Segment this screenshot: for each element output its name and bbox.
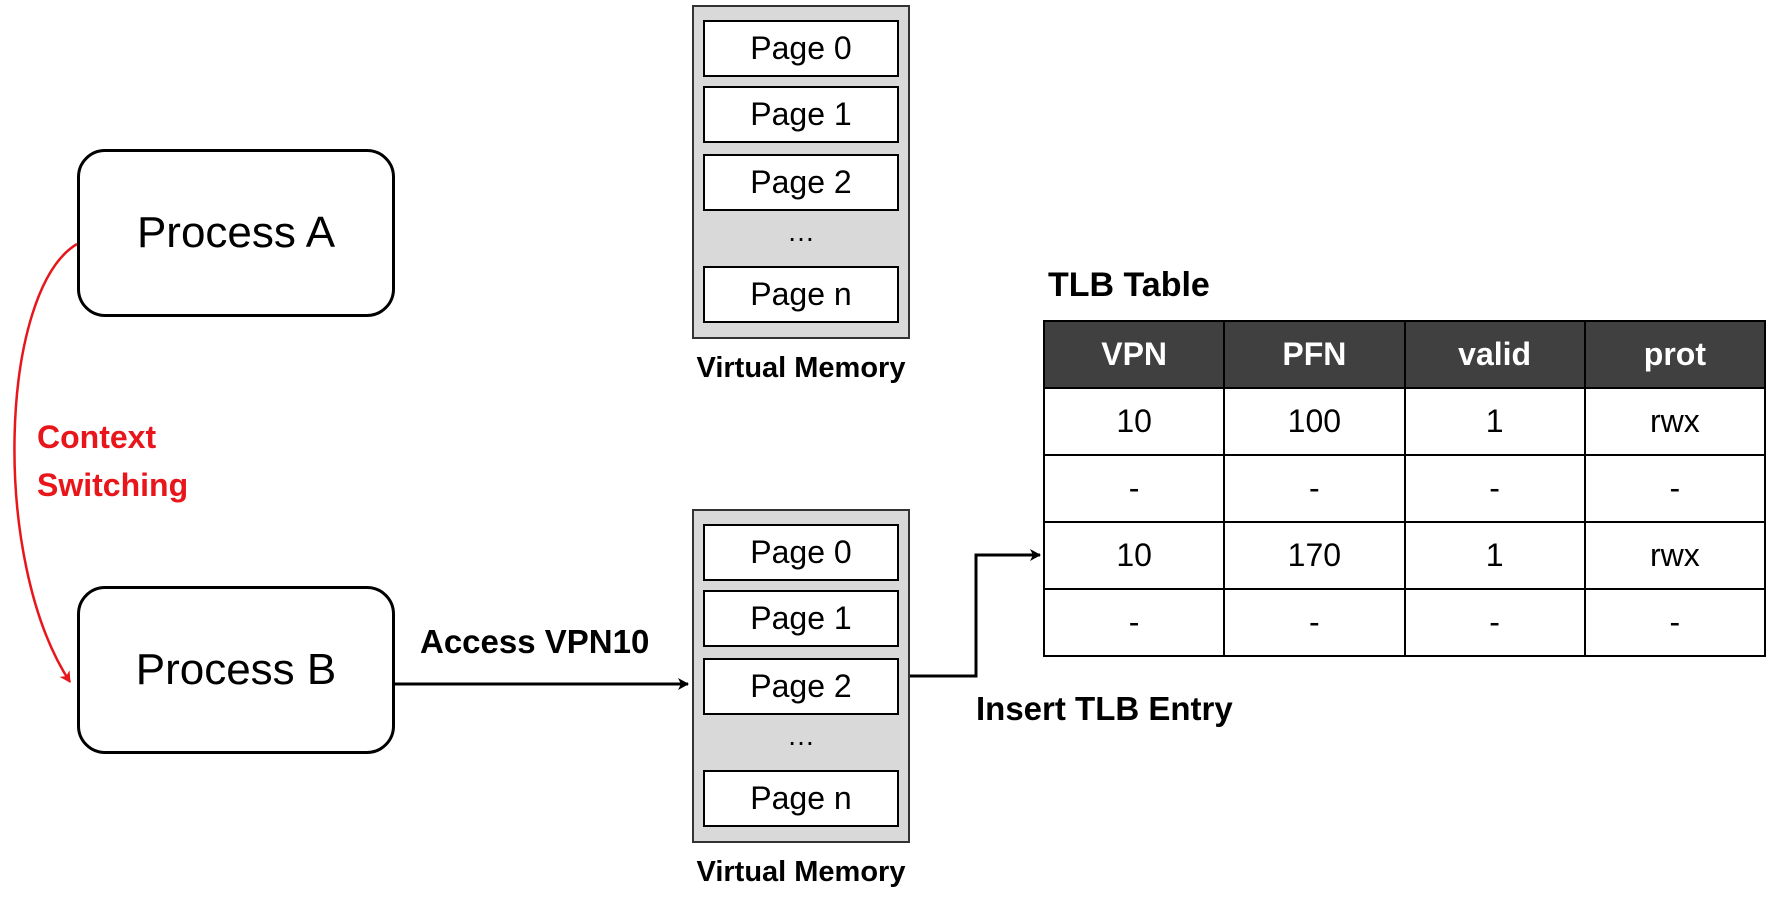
virtual-memory-top-label: Virtual Memory <box>696 352 906 384</box>
tlb-cell: - <box>1403 454 1586 523</box>
tlb-cell: rwx <box>1583 387 1767 456</box>
tlb-header-prot: prot <box>1583 320 1767 389</box>
tlb-cell: rwx <box>1583 521 1767 590</box>
tlb-cell: - <box>1042 454 1226 523</box>
vm-ellipsis: … <box>787 216 815 247</box>
process-a-label: Process A <box>136 208 336 257</box>
tlb-table: VPN PFN valid prot 10 100 1 rwx - - - - … <box>1042 320 1767 657</box>
tlb-cell: 170 <box>1223 521 1406 590</box>
table-row: 10 170 1 rwx <box>1042 521 1767 590</box>
vm-page: Page n <box>703 770 899 827</box>
tlb-cell: - <box>1042 588 1226 657</box>
virtual-memory-top: Page 0 Page 1 Page 2 … Page n <box>692 5 910 339</box>
tlb-cell: 1 <box>1403 521 1586 590</box>
tlb-cell: - <box>1223 454 1406 523</box>
tlb-table-title: TLB Table <box>1048 266 1210 304</box>
context-switching-line-1: Context <box>37 419 157 455</box>
process-b-label: Process B <box>135 645 337 694</box>
tlb-cell: - <box>1403 588 1586 657</box>
tlb-cell: - <box>1223 588 1406 657</box>
tlb-header-pfn: PFN <box>1223 320 1406 389</box>
tlb-header-vpn: VPN <box>1042 320 1226 389</box>
virtual-memory-bottom: Page 0 Page 1 Page 2 … Page n <box>692 509 910 843</box>
vm-page: Page n <box>703 266 899 323</box>
tlb-header-row: VPN PFN valid prot <box>1042 320 1767 389</box>
virtual-memory-bottom-label: Virtual Memory <box>696 856 906 888</box>
vm-page-accessed: Page 2 <box>703 658 899 715</box>
insert-tlb-entry-label: Insert TLB Entry <box>976 690 1233 727</box>
vm-ellipsis: … <box>787 720 815 751</box>
tlb-cell: 10 <box>1042 521 1226 590</box>
vm-page: Page 0 <box>703 524 899 581</box>
table-row: 10 100 1 rwx <box>1042 387 1767 456</box>
table-row: - - - - <box>1042 454 1767 523</box>
vm-page: Page 1 <box>703 590 899 647</box>
tlb-header-valid: valid <box>1403 320 1586 389</box>
tlb-cell: - <box>1583 454 1767 523</box>
vm-page: Page 1 <box>703 86 899 143</box>
tlb-cell: 100 <box>1223 387 1406 456</box>
table-row: - - - - <box>1042 588 1767 657</box>
context-switching-line-2: Switching <box>37 467 189 503</box>
process-a-box: Process A <box>77 149 395 317</box>
tlb-cell: - <box>1583 588 1767 657</box>
tlb-cell: 10 <box>1042 387 1226 456</box>
tlb-cell: 1 <box>1403 387 1586 456</box>
access-vpn-label: Access VPN10 <box>420 623 650 660</box>
process-b-box: Process B <box>77 586 395 754</box>
insert-entry-arrow <box>910 549 1041 678</box>
vm-page: Page 0 <box>703 20 899 77</box>
vm-page: Page 2 <box>703 154 899 211</box>
context-switching-label: Context Switching <box>37 413 188 509</box>
